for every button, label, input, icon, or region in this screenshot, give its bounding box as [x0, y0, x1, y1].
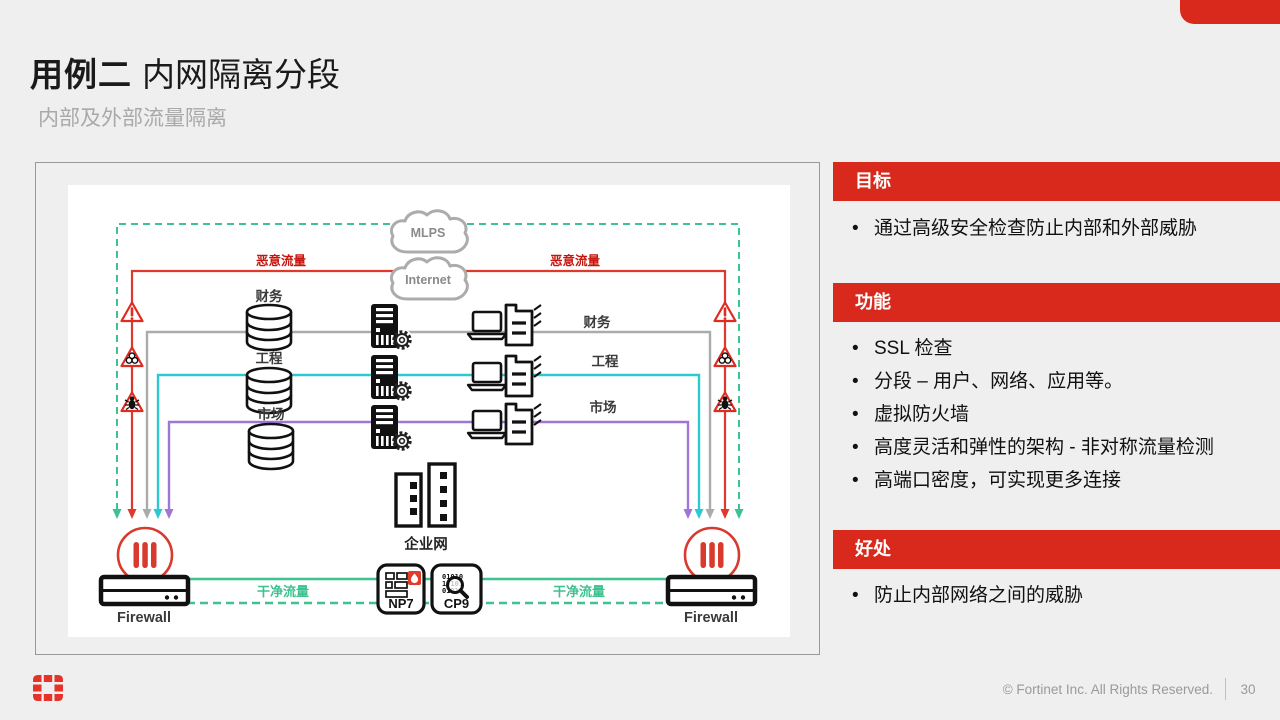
fortigate-logo-right: [683, 526, 741, 584]
footer: © Fortinet Inc. All Rights Reserved. 30: [1003, 678, 1258, 700]
feature-bullet: 高端口密度，可实现更多连接: [848, 464, 1273, 497]
alert-exclaim-icon-left: [122, 303, 143, 322]
finance-server-icon: [369, 302, 415, 353]
section-heading-features: 功能: [833, 283, 1280, 322]
clean-label-left: 干净流量: [257, 584, 309, 599]
finance-db-label: 财务: [255, 288, 283, 304]
feature-bullet: SSL 检查: [848, 332, 1273, 365]
benefits-bullet-list: 防止内部网络之间的威胁: [848, 579, 1273, 612]
finance-line-label: 财务: [583, 314, 612, 330]
corner-accent-shape: [1180, 0, 1280, 24]
np7-label: NP7: [388, 596, 413, 611]
marketing-files-icon: [504, 402, 543, 446]
firewall-appliance-right: [668, 577, 755, 604]
finance-arrow-right: [705, 509, 715, 519]
network-diagram-card: MLPS Internet 恶意流量 恶意流量 财务 工程 市场: [35, 162, 820, 655]
internet-cloud-label: Internet: [405, 273, 452, 287]
alert-malware-icon-right: [715, 393, 736, 412]
alert-malware-icon-left: [122, 393, 143, 412]
malicious-arrow-left: [127, 509, 137, 519]
marketing-server-icon: [369, 403, 415, 454]
page-title: 用例二内网隔离分段: [30, 48, 340, 96]
network-topology-diagram: MLPS Internet 恶意流量 恶意流量 财务 工程 市场: [68, 209, 790, 626]
cp9-chip: 01010 10101 01010 CP9: [430, 563, 483, 615]
feature-bullet: 高度灵活和弹性的架构 - 非对称流量检测: [848, 431, 1273, 464]
marketing-database-icon: [247, 422, 295, 471]
clean-label-right: 干净流量: [553, 584, 605, 599]
goal-bullet-list: 通过高级安全检查防止内部和外部威胁: [848, 212, 1273, 245]
goal-bullet: 通过高级安全检查防止内部和外部威胁: [848, 212, 1273, 245]
feature-bullet: 虚拟防火墙: [848, 398, 1273, 431]
fortigate-logo-left: [116, 526, 174, 584]
clean-arrow-right: [734, 509, 744, 519]
finance-line: [145, 330, 712, 510]
title-text: 内网隔离分段: [142, 55, 340, 95]
marketing-arrow-left: [164, 509, 174, 519]
clean-perimeter-line: [116, 223, 740, 510]
engineering-laptop-icon: [466, 361, 508, 392]
firewall-appliance-left: [101, 577, 188, 604]
alert-biohazard-icon-right: [715, 348, 736, 367]
malicious-label-left: 恶意流量: [256, 253, 307, 268]
marketing-line: [167, 420, 690, 510]
malicious-label-right: 恶意流量: [550, 253, 601, 268]
network-diagram-canvas: MLPS Internet 恶意流量 恶意流量 财务 工程 市场: [68, 185, 790, 637]
finance-arrow-left: [142, 509, 152, 519]
engineering-line: [156, 373, 701, 510]
section-heading-benefits: 好处: [833, 530, 1280, 569]
marketing-arrow-right: [683, 509, 693, 519]
marketing-laptop-icon: [466, 409, 508, 440]
finance-database-icon: [245, 303, 293, 352]
alert-exclaim-icon-right: [715, 303, 736, 322]
engineering-server-icon: [369, 353, 415, 404]
np7-chip: NP7: [376, 563, 426, 615]
benefit-bullet: 防止内部网络之间的威胁: [848, 579, 1273, 612]
clean-arrow-left: [112, 509, 122, 519]
enterprise-building-icon: [394, 462, 457, 528]
page-number: 30: [1240, 681, 1256, 697]
footer-divider: [1225, 678, 1226, 700]
marketing-db-label: 市场: [258, 406, 285, 422]
marketing-line-label: 市场: [590, 399, 617, 415]
alert-biohazard-icon-left: [122, 348, 143, 367]
firewall-label-left: Firewall: [117, 610, 171, 626]
firewall-label-right: Firewall: [684, 610, 738, 626]
malicious-arrow-right: [720, 509, 730, 519]
engineering-files-icon: [504, 354, 543, 398]
cp9-label: CP9: [444, 596, 469, 611]
features-bullet-list: SSL 检查 分段 – 用户、网络、应用等。 虚拟防火墙 高度灵活和弹性的架构 …: [848, 332, 1273, 497]
feature-bullet: 分段 – 用户、网络、应用等。: [848, 365, 1273, 398]
section-heading-goal: 目标: [833, 162, 1280, 201]
finance-files-icon: [504, 303, 543, 347]
mlps-cloud-label: MLPS: [411, 226, 446, 240]
engineering-arrow-left: [153, 509, 163, 519]
title-prefix: 用例二: [30, 56, 132, 94]
engineering-line-label: 工程: [592, 354, 620, 369]
engineering-arrow-right: [694, 509, 704, 519]
enterprise-label: 企业网: [403, 535, 448, 553]
finance-laptop-icon: [466, 310, 508, 341]
engineering-db-label: 工程: [256, 351, 283, 366]
fortinet-logo-icon: [33, 675, 63, 701]
copyright-text: © Fortinet Inc. All Rights Reserved.: [1002, 681, 1213, 697]
page-subtitle: 内部及外部流量隔离: [38, 106, 227, 130]
